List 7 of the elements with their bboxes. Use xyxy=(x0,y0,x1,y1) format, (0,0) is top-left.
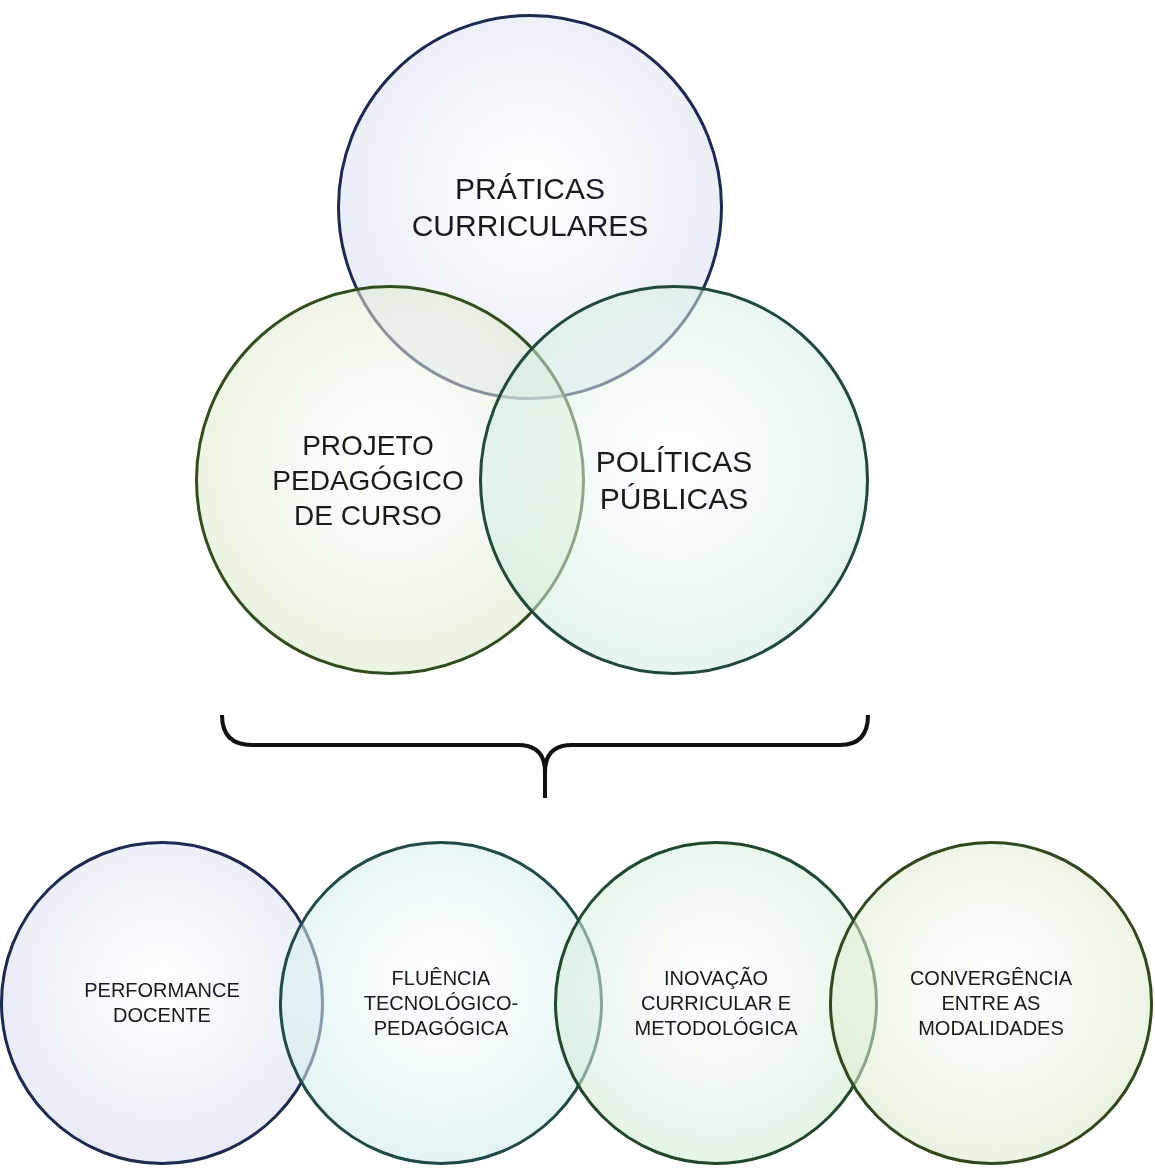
circle-label: PROJETO PEDAGÓGICO DE CURSO xyxy=(271,428,465,533)
circle-label: POLÍTICAS PÚBLICAS xyxy=(594,443,754,517)
circle-label: PERFORMANCE DOCENTE xyxy=(83,978,241,1028)
circle-label: CONVERGÊNCIA ENTRE AS MODALIDADES xyxy=(908,965,1074,1041)
circle-label: FLUÊNCIA TECNOLÓGICO-PEDAGÓGICA xyxy=(362,965,520,1041)
circle-label: PRÁTICAS CURRICULARES xyxy=(410,170,650,244)
circle-label: INOVAÇÃO CURRICULAR E METODOLÓGICA xyxy=(633,965,799,1041)
